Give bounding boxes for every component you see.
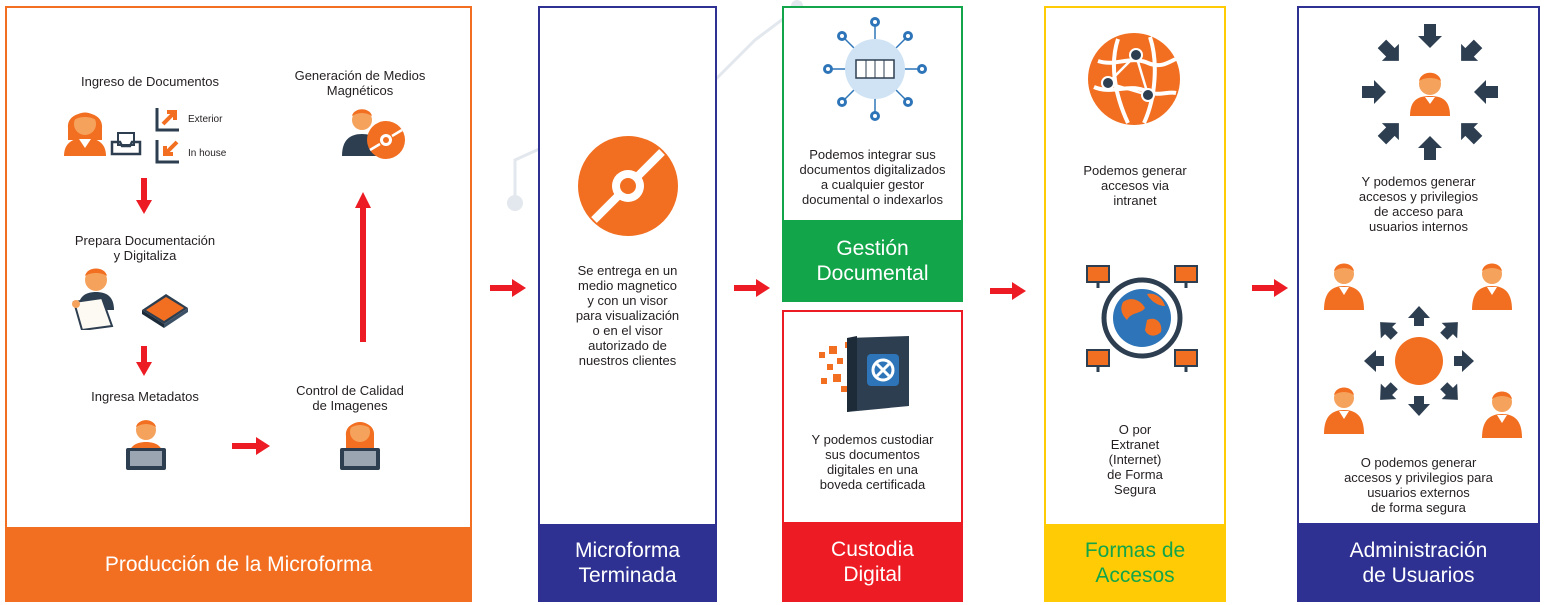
accesos-title: Formas de Accesos bbox=[1044, 524, 1226, 602]
administracion-text-top: Y podemos generar accesos y privilegios … bbox=[1358, 174, 1479, 234]
external-access-icon bbox=[1364, 306, 1474, 416]
external-user-icon-bottom-right bbox=[1482, 391, 1522, 438]
inhouse-arrow-icon bbox=[155, 140, 179, 164]
metadatos-label: Ingresa Metadatos bbox=[91, 389, 199, 404]
prepara-label: Prepara Documentación y Digitaliza bbox=[74, 233, 216, 263]
disc-icon bbox=[578, 136, 678, 236]
laptop-person-icon bbox=[126, 420, 166, 470]
inhouse-label: In house bbox=[188, 148, 227, 159]
flow-arrow-3 bbox=[990, 282, 1026, 300]
arrow-down-1 bbox=[136, 178, 152, 214]
scanner-icon bbox=[142, 294, 188, 328]
globe-network-icon bbox=[1088, 33, 1180, 125]
world-computers-icon bbox=[1086, 265, 1198, 372]
gestion-title: Gestión Documental bbox=[782, 220, 963, 302]
vault-icon bbox=[819, 336, 909, 412]
gestion-text: Podemos integrar sus documentos digitali… bbox=[799, 147, 946, 207]
microforma-title: Microforma Terminada bbox=[538, 524, 717, 602]
inbox-tray-icon bbox=[110, 132, 142, 156]
arrow-right-control bbox=[232, 437, 270, 455]
control-label: Control de Calidad de Imagenes bbox=[296, 383, 404, 413]
document-network-icon bbox=[823, 17, 927, 121]
exterior-label: Exterior bbox=[188, 114, 223, 125]
microforma-text: Se entrega en un medio magnetico y con u… bbox=[575, 263, 680, 368]
disc-person-icon bbox=[342, 109, 405, 159]
custodia-title: Custodia Digital bbox=[782, 522, 963, 602]
external-user-icon-top-left bbox=[1324, 263, 1364, 310]
arrow-up-long bbox=[355, 192, 371, 342]
arrow-down-2 bbox=[136, 346, 152, 376]
generacion-label: Generación de Medios Magnéticos bbox=[294, 68, 426, 98]
flow-arrow-1 bbox=[490, 279, 526, 297]
exterior-arrow-icon bbox=[155, 108, 179, 132]
ingreso-label: Ingreso de Documentos bbox=[80, 74, 220, 89]
scanning-person-icon bbox=[72, 268, 114, 330]
flow-arrow-4 bbox=[1252, 279, 1288, 297]
external-user-icon-bottom-left bbox=[1324, 387, 1364, 434]
flow-arrow-2 bbox=[734, 279, 770, 297]
external-user-icon-top-right bbox=[1472, 263, 1512, 310]
accesos-text-bottom: O por Extranet (Internet) de Forma Segur… bbox=[1107, 422, 1163, 497]
administracion-title: Administración de Usuarios bbox=[1297, 523, 1540, 602]
accesos-text-top: Podemos generar accesos via intranet bbox=[1083, 163, 1187, 208]
female-person-icon bbox=[64, 112, 106, 156]
administracion-text-bottom: O podemos generar accesos y privilegios … bbox=[1344, 455, 1493, 515]
internal-users-icon bbox=[1362, 24, 1498, 160]
quality-control-person-icon bbox=[340, 422, 380, 470]
custodia-text: Y podemos custodiar sus documentos digit… bbox=[811, 432, 934, 492]
produccion-title: Producción de la Microforma bbox=[5, 527, 472, 602]
microforma-panel bbox=[538, 6, 717, 602]
